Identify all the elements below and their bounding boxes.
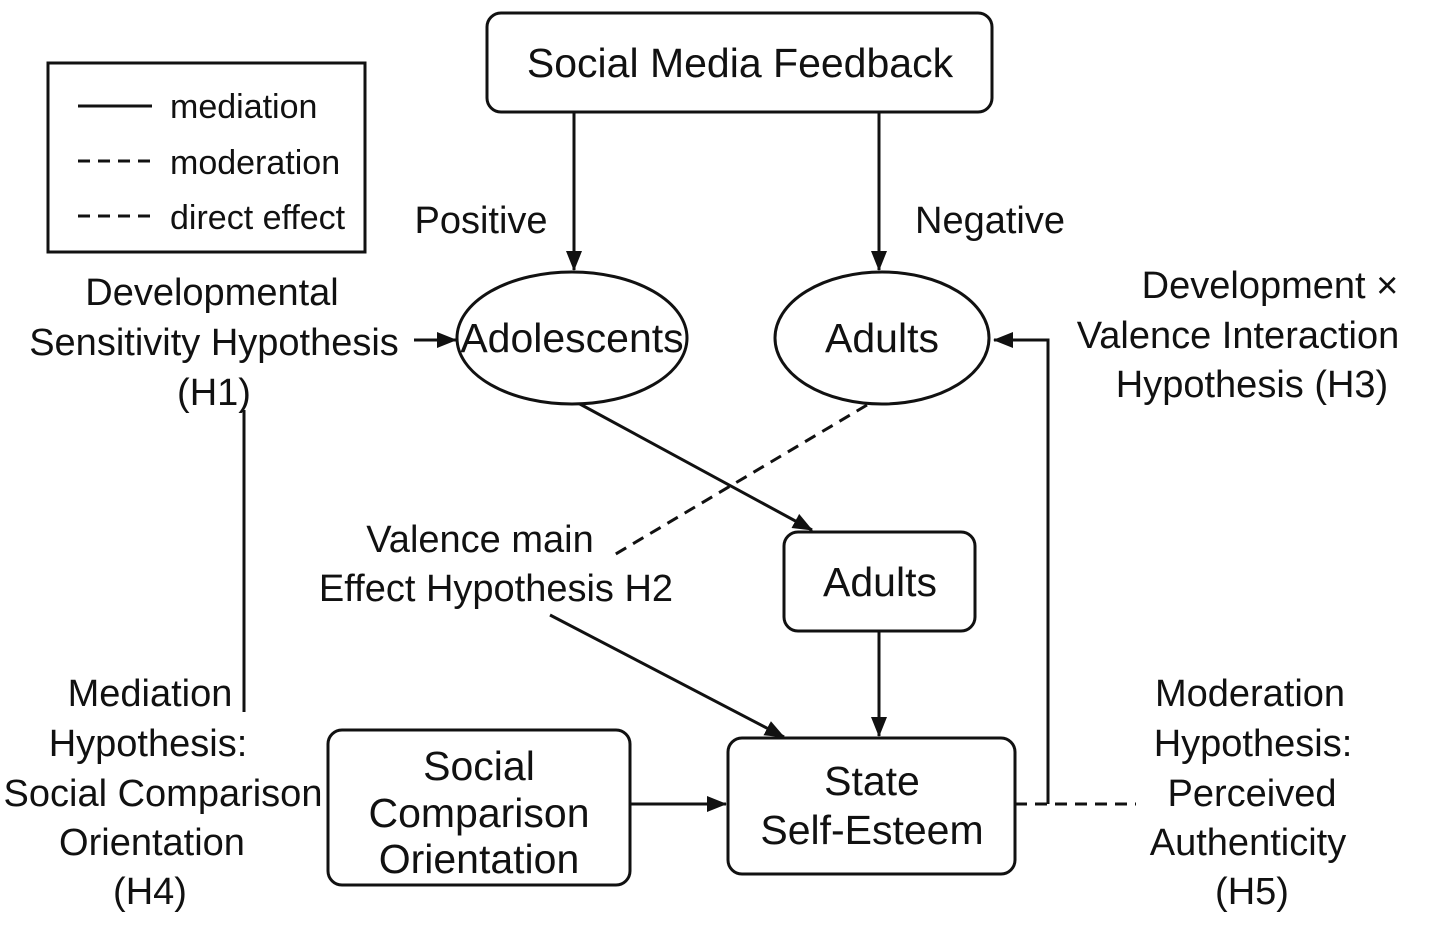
node-self-esteem-line-1: State	[824, 758, 920, 804]
hypothesis-h2-line-2: Effect Hypothesis H2	[319, 568, 673, 610]
node-adults-ellipse: Adults	[773, 270, 991, 406]
connectors	[242, 112, 1136, 812]
hypothesis-h5-line-3: Perceived	[1168, 773, 1337, 815]
node-social-comparison: Social Comparison Orientation	[326, 728, 632, 887]
node-social-comparison-line-3: Orientation	[379, 836, 580, 882]
node-adolescents-ellipse	[455, 270, 689, 406]
node-self-esteem-line-2: Self-Esteem	[760, 807, 983, 853]
hypothesis-h4-line-5: (H4)	[113, 871, 187, 913]
legend-box	[46, 61, 367, 254]
node-feedback-label: Social Media Feedback	[527, 40, 954, 86]
direct-effect-adults-to-h2	[613, 403, 868, 557]
hypothesis-h4-line-3: Social Comparison	[4, 773, 323, 815]
node-social-comparison-box	[326, 728, 632, 887]
hypothesis-h1-line-2: Sensitivity Hypothesis	[29, 322, 399, 364]
hypothesis-h3: Development × Valence Interaction Hypoth…	[1077, 265, 1400, 406]
legend-direct-effect-label: direct effect	[170, 199, 346, 237]
node-adolescents-label: Adolescents	[460, 315, 683, 361]
edge-label-negative: Negative	[915, 200, 1065, 242]
hypothesis-h5: Moderation Hypothesis: Perceived Authent…	[1150, 673, 1353, 913]
hypothesis-h1: Developmental Sensitivity Hypothesis (H1…	[29, 272, 399, 414]
node-feedback: Social Media Feedback	[485, 11, 994, 114]
node-adults-box: Adults	[782, 530, 977, 633]
hypothesis-h4-line-1: Mediation	[68, 673, 233, 715]
hypothesis-h1-line-3: (H1)	[177, 372, 251, 414]
hypothesis-h4: Mediation Hypothesis: Social Comparison …	[4, 673, 323, 913]
node-social-comparison-line-1: Social	[423, 743, 535, 789]
hypothesis-h3-line-1: Development ×	[1142, 265, 1399, 307]
hypothesis-h5-line-1: Moderation	[1155, 673, 1345, 715]
node-feedback-box	[485, 11, 994, 114]
node-adults-box-label: Adults	[823, 559, 937, 605]
legend-moderation-label: moderation	[170, 144, 340, 182]
hypothesis-h2-line-1: Valence main	[366, 519, 593, 561]
legend: mediation moderation direct effect	[46, 61, 367, 254]
hypothesis-h4-line-4: Orientation	[59, 822, 245, 864]
node-self-esteem: State Self-Esteem	[726, 736, 1017, 876]
arrow-h5-to-adults	[993, 332, 1050, 804]
node-adults-ellipse-shape	[773, 270, 991, 406]
hypothesis-h4-line-2: Hypothesis:	[49, 723, 248, 765]
edge-label-positive: Positive	[414, 200, 547, 242]
hypothesis-h5-line-4: Authenticity	[1150, 822, 1346, 864]
node-adults-box-shape	[782, 530, 977, 633]
hypothesis-h5-line-2: Hypothesis:	[1154, 723, 1353, 765]
hypothesis-h3-line-2: Valence Interaction	[1077, 315, 1400, 357]
hypothesis-h2: Valence main Effect Hypothesis H2	[319, 519, 673, 610]
hypothesis-h3-line-3: Hypothesis (H3)	[1116, 364, 1388, 406]
node-self-esteem-box	[726, 736, 1017, 876]
hypothesis-h1-line-1: Developmental	[85, 272, 338, 314]
node-adults-ellipse-label: Adults	[825, 315, 939, 361]
node-adolescents: Adolescents	[455, 270, 689, 406]
arrow-adolescents-to-adults-box	[577, 401, 813, 532]
hypothesis-h5-line-5: (H5)	[1215, 871, 1289, 913]
node-social-comparison-line-2: Comparison	[368, 790, 589, 836]
legend-mediation-label: mediation	[170, 88, 317, 126]
arrow-h2-to-self-esteem	[549, 613, 785, 739]
